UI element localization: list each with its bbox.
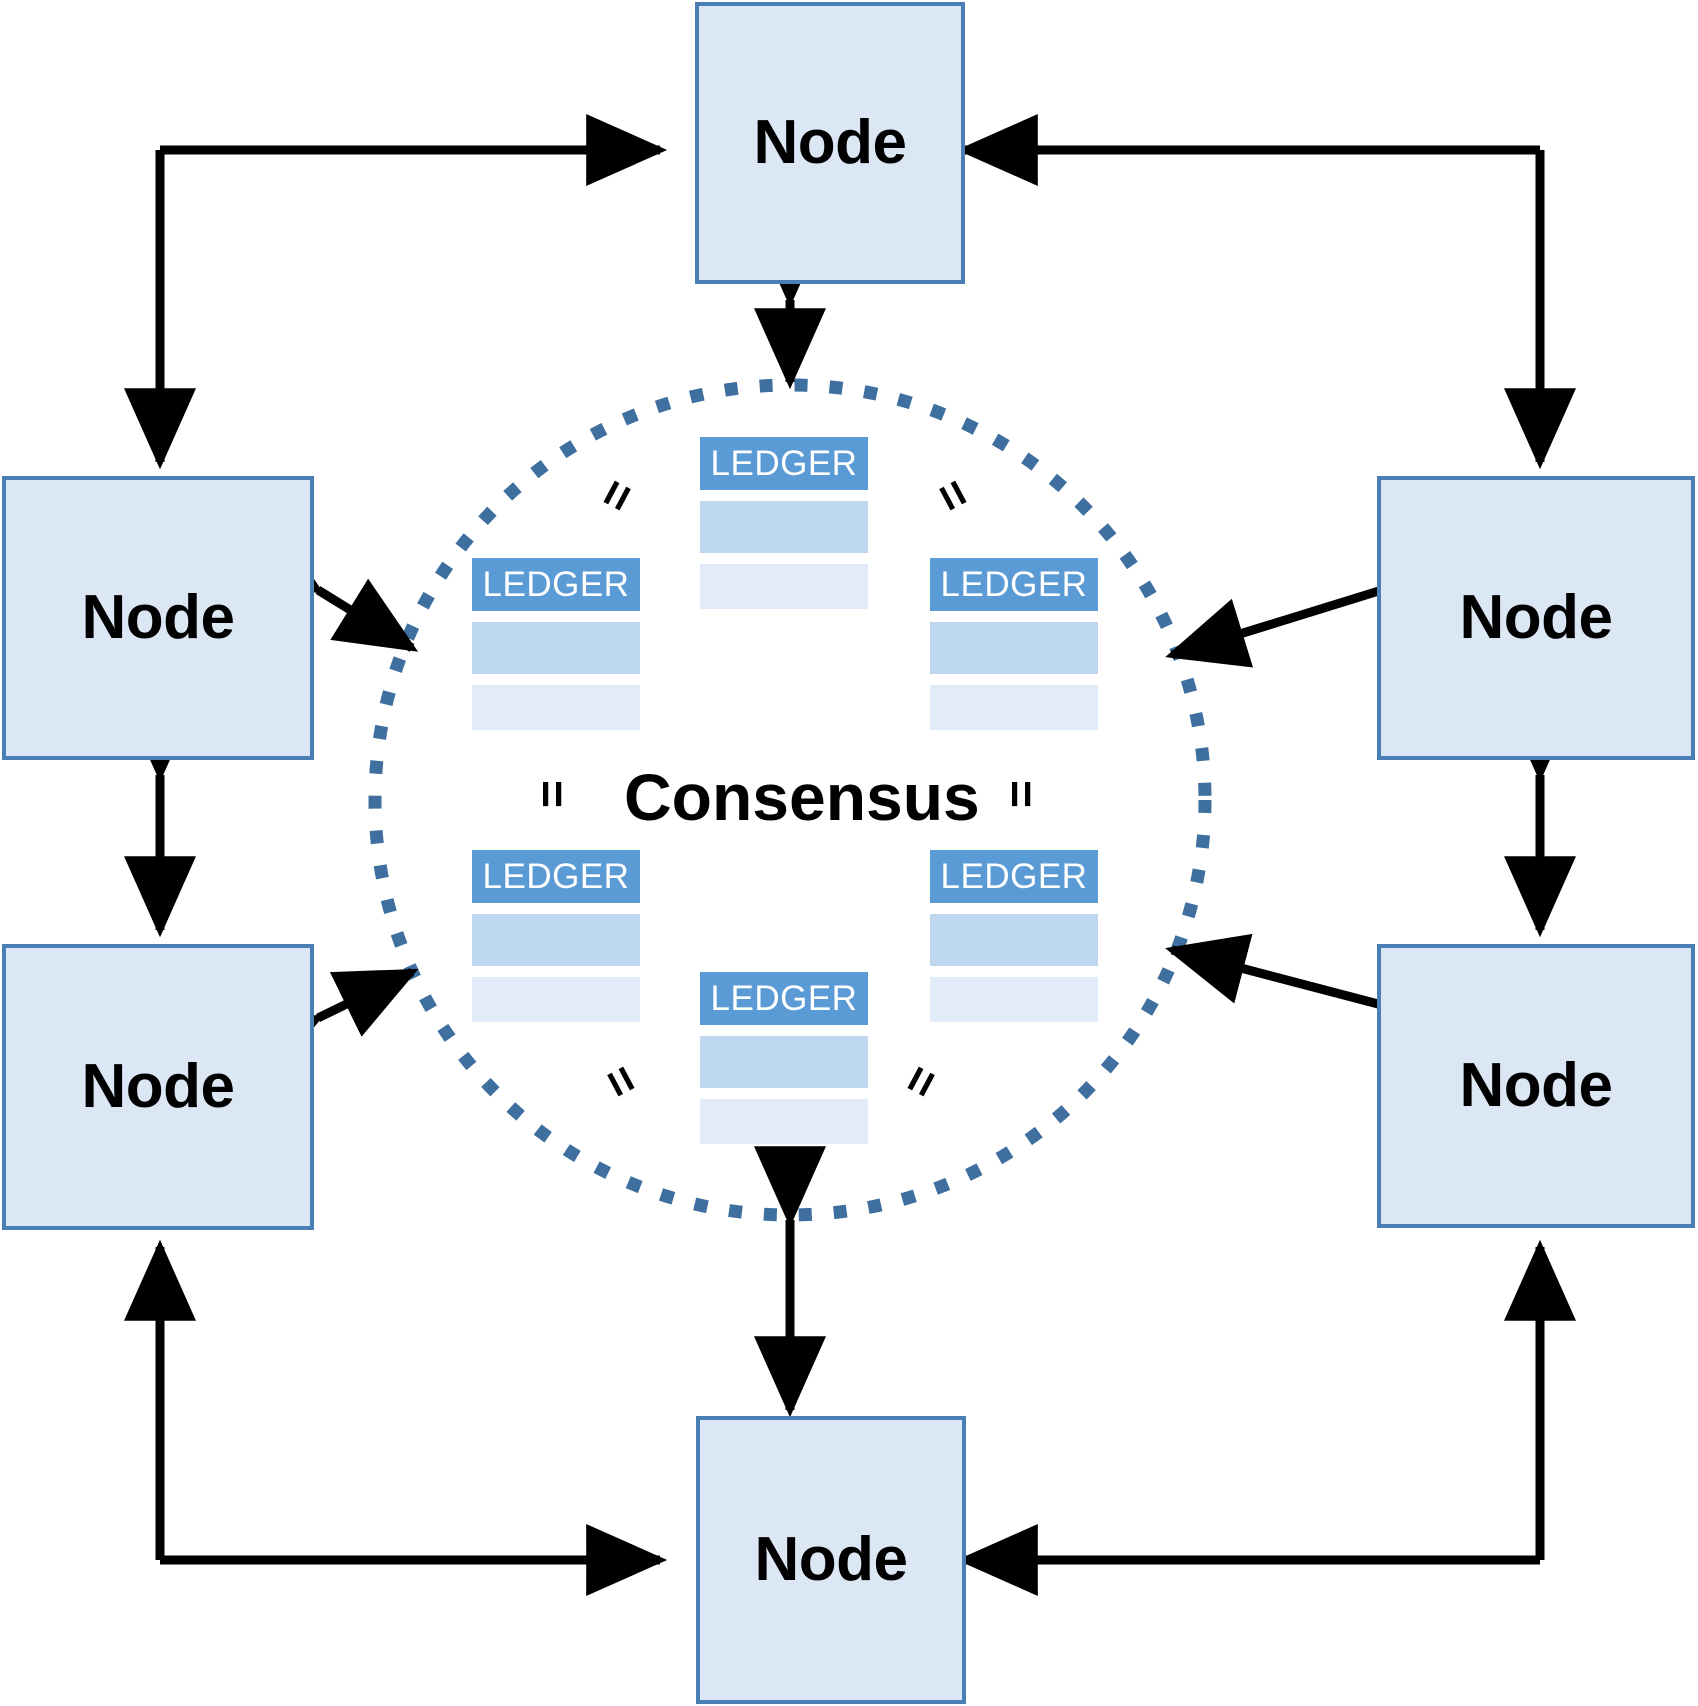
ledger-row-1	[472, 914, 640, 966]
arrow-ring-top-left	[124, 114, 668, 470]
node-top[interactable]: Node	[695, 2, 965, 284]
arrow-spoke-left-lower	[235, 967, 419, 1083]
ledger-upper-right[interactable]: LEDGER	[930, 558, 1098, 730]
node-right-lower[interactable]: Node	[1377, 944, 1695, 1228]
node-label: Node	[81, 1052, 236, 1121]
ledger-row-2	[700, 564, 868, 609]
equals-mid-left: =	[525, 779, 579, 809]
ledger-row-2	[700, 1099, 868, 1144]
arrow-spoke-right-upper	[1165, 533, 1464, 668]
ledger-top[interactable]: LEDGER	[700, 437, 868, 609]
ledger-lower-left[interactable]: LEDGER	[472, 850, 640, 1022]
node-label: Node	[81, 583, 236, 652]
ledger-row-1	[930, 622, 1098, 674]
ledger-row-1	[472, 622, 640, 674]
ledger-row-2	[930, 977, 1098, 1022]
equals-lower-left: =	[590, 1056, 651, 1107]
node-right-upper[interactable]: Node	[1377, 476, 1695, 760]
node-left-upper[interactable]: Node	[2, 476, 314, 760]
ledger-header: LEDGER	[930, 850, 1098, 903]
node-left-lower[interactable]: Node	[2, 944, 314, 1230]
consensus-label: Consensus	[624, 760, 980, 834]
ledger-row-2	[472, 685, 640, 730]
node-label: Node	[753, 108, 908, 177]
arrow-ring-top-right	[956, 114, 1576, 470]
ledger-header: LEDGER	[700, 437, 868, 490]
ledger-header: LEDGER	[472, 558, 640, 611]
ledger-row-1	[930, 914, 1098, 966]
equals-lower-right: =	[891, 1056, 952, 1107]
ledger-row-2	[472, 977, 640, 1022]
arrow-ring-bottom-left	[124, 1239, 668, 1596]
node-label: Node	[754, 1525, 909, 1594]
ledger-bottom[interactable]: LEDGER	[700, 972, 868, 1144]
node-label: Node	[1459, 1051, 1614, 1120]
arrow-spoke-left-upper	[236, 520, 419, 652]
ledger-row-2	[930, 685, 1098, 730]
ledger-header: LEDGER	[472, 850, 640, 903]
node-label: Node	[1459, 583, 1614, 652]
ledger-row-1	[700, 501, 868, 553]
equals-upper-left: =	[587, 470, 648, 521]
ledger-header: LEDGER	[930, 558, 1098, 611]
node-bottom[interactable]: Node	[696, 1416, 966, 1704]
equals-upper-right: =	[922, 470, 983, 521]
equals-mid-right: =	[994, 779, 1048, 809]
ledger-upper-left[interactable]: LEDGER	[472, 558, 640, 730]
arrow-spoke-right-lower	[1165, 933, 1463, 1059]
ledger-lower-right[interactable]: LEDGER	[930, 850, 1098, 1022]
ledger-row-1	[700, 1036, 868, 1088]
arrow-ring-bottom-right	[956, 1239, 1576, 1596]
ledger-header: LEDGER	[700, 972, 868, 1025]
